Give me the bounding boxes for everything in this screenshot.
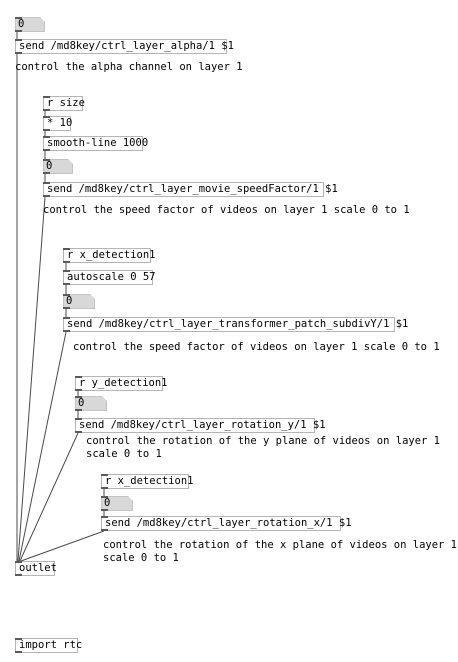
receive-y-detection-object[interactable]: r y_detection1	[75, 376, 168, 391]
send-subdiv-object[interactable]: send /md8key/ctrl_layer_transformer_patc…	[63, 317, 408, 332]
comment-rotation-y-line2: scale 0 to 1	[86, 448, 162, 460]
number-atom-alpha[interactable]: 0	[15, 17, 45, 32]
cord-send-subdiv-to-outlet	[18, 331, 67, 562]
multiply-object[interactable]: * 10	[43, 116, 72, 131]
cord-send-rot-y-to-outlet	[19, 432, 79, 562]
comment-subdiv: control the speed factor of videos on la…	[73, 341, 440, 353]
send-rotation-x-object[interactable]: send /md8key/ctrl_layer_rotation_x/1 $1	[101, 516, 352, 531]
outlet-object[interactable]: outlet	[15, 561, 57, 576]
comment-rotation-x-line1: control the rotation of the x plane of v…	[103, 539, 458, 551]
import-rtc-object[interactable]: import rtc	[15, 638, 82, 653]
comment-rotation-x-line2: scale 0 to 1	[103, 552, 179, 564]
comment-alpha: control the alpha channel on layer 1	[15, 61, 243, 73]
cord-send-rot-x-to-outlet	[20, 530, 105, 562]
send-rotation-y-object[interactable]: send /md8key/ctrl_layer_rotation_y/1 $1	[75, 418, 326, 433]
number-atom-rotation-x[interactable]: 0	[101, 496, 133, 511]
send-speed-object[interactable]: send /md8key/ctrl_layer_movie_speedFacto…	[43, 182, 338, 197]
number-atom-speed[interactable]: 0	[43, 159, 73, 174]
receive-size-object[interactable]: r size	[43, 96, 85, 111]
comment-rotation-y-line1: control the rotation of the y plane of v…	[86, 435, 441, 447]
send-alpha-object[interactable]: send /md8key/ctrl_layer_alpha/1 $1	[15, 39, 234, 54]
smooth-line-object[interactable]: smooth-line 1000	[43, 136, 148, 151]
receive-x-detection-object-2[interactable]: r x_detection1	[101, 474, 194, 489]
comment-speed: control the speed factor of videos on la…	[43, 204, 410, 216]
autoscale-object[interactable]: autoscale 0 57	[63, 270, 156, 285]
number-atom-subdiv[interactable]: 0	[63, 294, 95, 309]
number-atom-rotation-y[interactable]: 0	[75, 396, 107, 411]
receive-x-detection-object[interactable]: r x_detection1	[63, 248, 156, 263]
cord-send-speed-to-outlet	[17, 196, 46, 562]
